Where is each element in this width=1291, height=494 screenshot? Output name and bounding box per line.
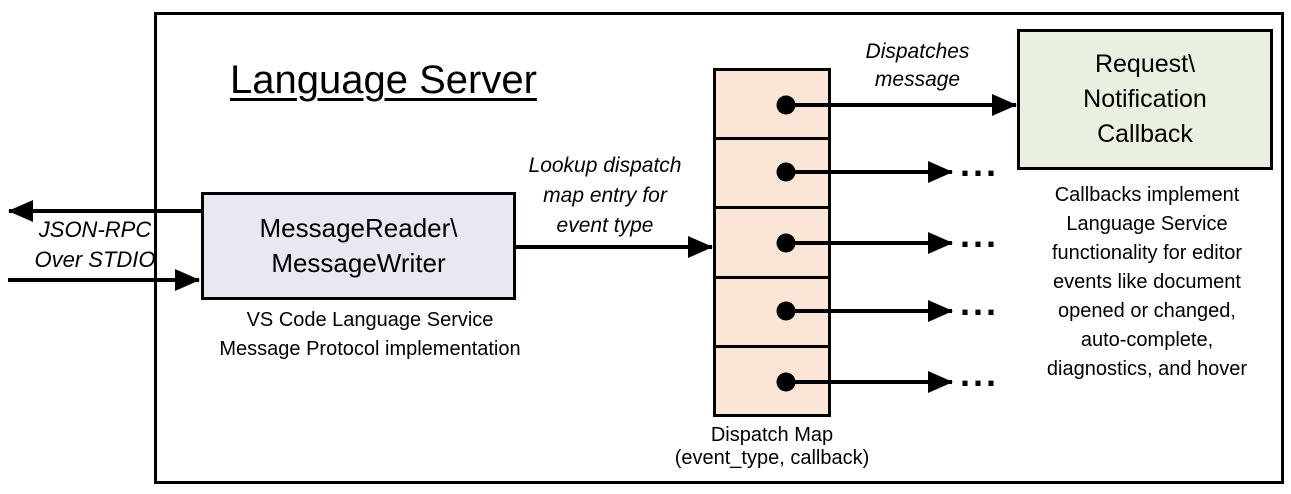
stdio-label-line1: JSON-RPC	[38, 217, 152, 242]
message-box-caption-line1: VS Code Language Service	[246, 309, 494, 331]
dispatch-map-cell	[716, 71, 828, 141]
callbacks-note-line: opened or changed,	[1058, 300, 1236, 322]
dispatches-label: Dispatches message	[835, 38, 1000, 94]
message-box-line1: MessageReader\	[259, 213, 458, 243]
lookup-label: Lookup dispatch map entry for event type	[510, 151, 700, 241]
message-box-line2: MessageWriter	[271, 248, 446, 278]
ellipsis-row-2: ...	[960, 143, 1000, 184]
callbacks-note-line: diagnostics, and hover	[1046, 358, 1248, 380]
dispatches-label-line2: message	[874, 68, 961, 91]
dispatch-map-caption: Dispatch Map (event_type, callback)	[632, 424, 912, 470]
dispatch-map	[713, 68, 831, 417]
callbacks-note-line: events like document	[1053, 271, 1241, 293]
dispatch-map-caption-line2: (event_type, callback)	[674, 447, 870, 469]
callbacks-note: Callbacks implement Language Service fun…	[1017, 181, 1277, 384]
callbacks-note-line: auto-complete,	[1080, 329, 1214, 351]
message-reader-writer-box: MessageReader\ MessageWriter	[201, 192, 516, 300]
lookup-label-line1: Lookup dispatch	[528, 154, 682, 177]
callbacks-note-line: Language Service	[1066, 213, 1228, 235]
lookup-label-line2: map entry for	[543, 184, 667, 207]
ellipsis-row-4: ...	[960, 282, 1000, 323]
dispatch-map-cell	[716, 140, 828, 210]
message-box-caption: VS Code Language Service Message Protoco…	[180, 306, 560, 364]
ellipsis-row-5: ...	[960, 353, 1000, 394]
callback-box-line1: Request\	[1094, 50, 1196, 78]
dispatch-map-cell	[716, 348, 828, 414]
dispatch-map-cell	[716, 279, 828, 348]
ellipsis-row-3: ...	[960, 214, 1000, 255]
message-box-caption-line2: Message Protocol implementation	[219, 338, 521, 360]
dispatches-label-line1: Dispatches	[865, 40, 970, 63]
dispatch-map-cell	[716, 209, 828, 279]
lookup-label-line3: event type	[556, 214, 654, 237]
stdio-label-line2: Over STDIO	[34, 247, 156, 272]
callback-box-line3: Callback	[1097, 120, 1193, 148]
callback-box: Request\ Notification Callback	[1017, 29, 1273, 170]
callbacks-note-line: functionality for editor	[1051, 242, 1243, 264]
stdio-label: JSON-RPC Over STDIO	[15, 215, 175, 275]
diagram-title: Language Server	[230, 58, 537, 102]
dispatch-map-caption-line1: Dispatch Map	[710, 424, 834, 446]
callback-box-line2: Notification	[1083, 85, 1207, 113]
callbacks-note-line: Callbacks implement	[1054, 184, 1240, 206]
